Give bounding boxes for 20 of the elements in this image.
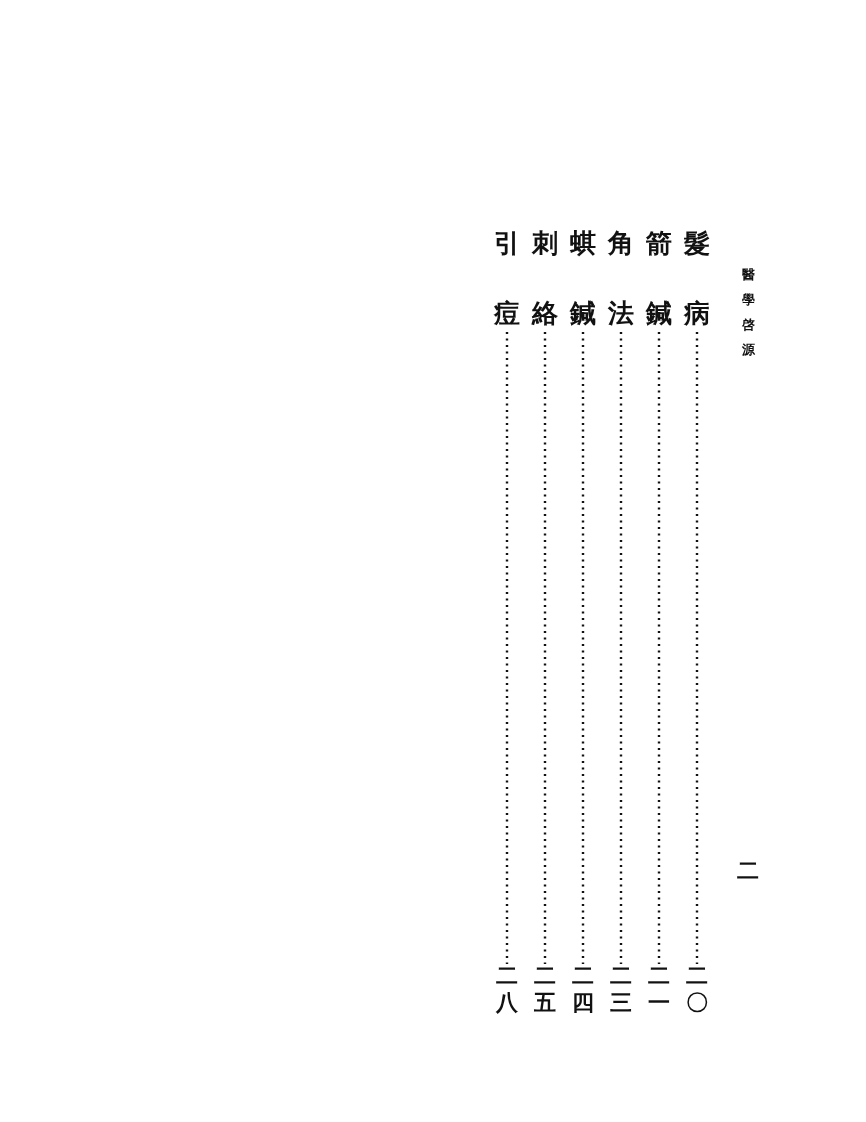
running-header: 醫學啓源 (741, 266, 756, 359)
entry-title: 蜞鍼 (569, 208, 597, 348)
dot-leader (581, 332, 585, 964)
page-number: 二 (736, 857, 760, 884)
entry-title: 角法 (607, 208, 635, 348)
page-number: 二四 (571, 962, 595, 1016)
dot-leader (505, 332, 509, 964)
page-number: 二三 (609, 962, 633, 1016)
dot-leader (695, 332, 699, 964)
page-number: 二〇 (685, 962, 709, 1016)
entry-title: 箭鍼 (645, 208, 673, 348)
page-number: 二五 (533, 962, 557, 1016)
page-number: 二一 (647, 962, 671, 1016)
page-number: 二八 (495, 962, 519, 1016)
entry-title: 刺絡 (531, 208, 559, 348)
dot-leader (619, 332, 623, 964)
dot-leader (657, 332, 661, 964)
entry-title: 髮病 (683, 208, 711, 348)
dot-leader (543, 332, 547, 964)
entry-title: 引痘 (493, 208, 521, 348)
